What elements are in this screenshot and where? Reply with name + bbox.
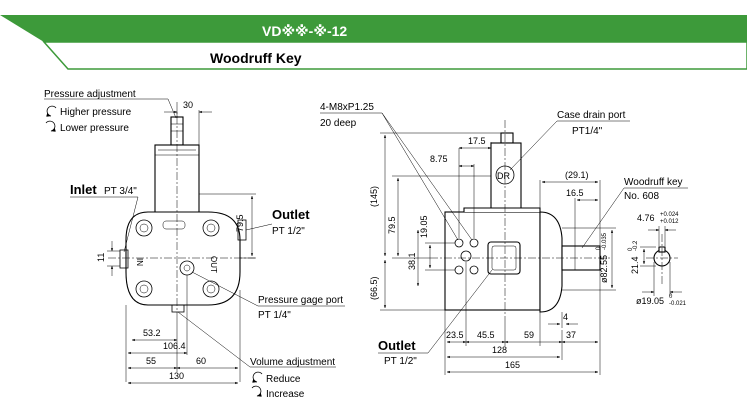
dim-45-5-label: 45.5 bbox=[477, 330, 495, 340]
inlet-spec: PT 3/4" bbox=[104, 186, 137, 197]
dim-165-label: 165 bbox=[505, 360, 520, 370]
reduce-label: Reduce bbox=[266, 374, 301, 385]
increase-icon bbox=[251, 385, 262, 397]
dim-66-5-label: (66.5) bbox=[369, 276, 379, 300]
case-drain-title: Case drain port bbox=[557, 110, 626, 121]
model-title: VD※※-※-12 bbox=[262, 23, 347, 39]
volume-adjustment-title: Volume adjustment bbox=[250, 357, 335, 368]
dim-128-label: 128 bbox=[492, 345, 507, 355]
dim-82-55-label: ø82.55 bbox=[599, 255, 609, 283]
dim-60-label: 60 bbox=[196, 356, 206, 366]
key-4-76-tol-upper: +0.024 bbox=[660, 212, 679, 218]
outlet-title-left: Outlet bbox=[272, 207, 310, 222]
dim-59-label: 59 bbox=[524, 330, 534, 340]
lower-pressure-label: Lower pressure bbox=[60, 123, 129, 134]
dim-23-5-label: 23.5 bbox=[446, 330, 464, 340]
mounting-flange bbox=[539, 211, 563, 313]
dim-145-label: (145) bbox=[369, 186, 379, 207]
dim-29-1-label: (29.1) bbox=[565, 170, 589, 180]
woodruff-key-spec: No. 608 bbox=[624, 191, 659, 202]
dim-55-label: 55 bbox=[146, 356, 156, 366]
in-mark: IN bbox=[135, 258, 144, 266]
right-view: DR 17.5 8.75 (145) (66.5) 79.5 19.05 38.… bbox=[320, 102, 688, 375]
dim-79-5-right-label: 79.5 bbox=[387, 216, 397, 234]
dim-11-label: 11 bbox=[96, 253, 106, 262]
pressure-adjustment-title: Pressure adjustment bbox=[44, 89, 136, 100]
key-4-76-tol-lower: +0.012 bbox=[660, 219, 679, 225]
outlet-title-right: Outlet bbox=[378, 338, 416, 353]
key-19-05-tol-upper: 0 bbox=[669, 294, 673, 300]
inlet-port-boss bbox=[119, 249, 129, 269]
subtitle: Woodruff Key bbox=[210, 50, 302, 66]
dim-19-05-label: 19.05 bbox=[419, 215, 429, 238]
bolt-depth-label: 20 deep bbox=[320, 118, 357, 129]
subtitle-tab-background bbox=[42, 41, 747, 70]
dim-79-5-label: 79.5 bbox=[235, 214, 245, 232]
dim-82-55-tol-lower: -0.035 bbox=[602, 232, 608, 250]
pressure-gage-spec: PT 1/4" bbox=[258, 310, 291, 321]
dim-30-label: 30 bbox=[183, 100, 193, 110]
case-drain-spec: PT1/4" bbox=[572, 126, 603, 137]
key-19-05-tol-lower: -0.021 bbox=[669, 301, 687, 307]
increase-label: Increase bbox=[266, 389, 305, 400]
left-view: IN OUT 30 79.5 11 53.2 bbox=[44, 89, 345, 400]
drain-mark: DR bbox=[497, 171, 510, 181]
woodruff-key-title: Woodruff key bbox=[624, 177, 683, 188]
dim-17-5-label: 17.5 bbox=[468, 136, 486, 146]
higher-pressure-icon bbox=[46, 105, 57, 117]
key-4-76-label: 4.76 bbox=[637, 213, 655, 223]
header-banner: VD※※-※-12 Woodruff Key bbox=[0, 15, 747, 70]
dim-16-5-label: 16.5 bbox=[566, 188, 584, 198]
dim-4-label: 4 bbox=[563, 312, 568, 322]
lower-pressure-icon bbox=[45, 120, 56, 132]
key-21-4-tol-upper: 0 bbox=[628, 247, 634, 251]
out-mark: OUT bbox=[209, 256, 218, 273]
key-detail: 4.76 +0.024 +0.012 21.4 0 -0.2 ø19.05 0 … bbox=[628, 212, 687, 307]
pressure-gage-title: Pressure gage port bbox=[258, 295, 343, 306]
dim-53-2-label: 53.2 bbox=[143, 328, 161, 338]
key-21-4-label: 21.4 bbox=[630, 256, 640, 274]
dim-38-1-label: 38.1 bbox=[407, 252, 417, 270]
dim-106-4-label: 106.4 bbox=[163, 341, 186, 351]
dim-37-label: 37 bbox=[566, 330, 576, 340]
reduce-icon bbox=[252, 371, 263, 383]
dim-82-55-tol-upper: 0 bbox=[596, 246, 602, 250]
dim-8-75-label: 8.75 bbox=[430, 154, 448, 164]
higher-pressure-label: Higher pressure bbox=[60, 107, 132, 118]
technical-drawing: IN OUT 30 79.5 11 53.2 bbox=[44, 89, 688, 400]
inlet-title: Inlet bbox=[70, 182, 97, 197]
key-19-05-label: ø19.05 bbox=[636, 296, 664, 306]
key-21-4-tol-lower: -0.2 bbox=[633, 240, 639, 251]
pump-body-front bbox=[125, 211, 241, 306]
bolt-thread-label: 4-M8xP1.25 bbox=[320, 102, 374, 113]
outlet-spec-left: PT 1/2" bbox=[272, 226, 305, 237]
dim-130-label: 130 bbox=[169, 371, 184, 381]
model-tab-background bbox=[0, 15, 747, 42]
outlet-spec-right: PT 1/2" bbox=[384, 356, 417, 367]
